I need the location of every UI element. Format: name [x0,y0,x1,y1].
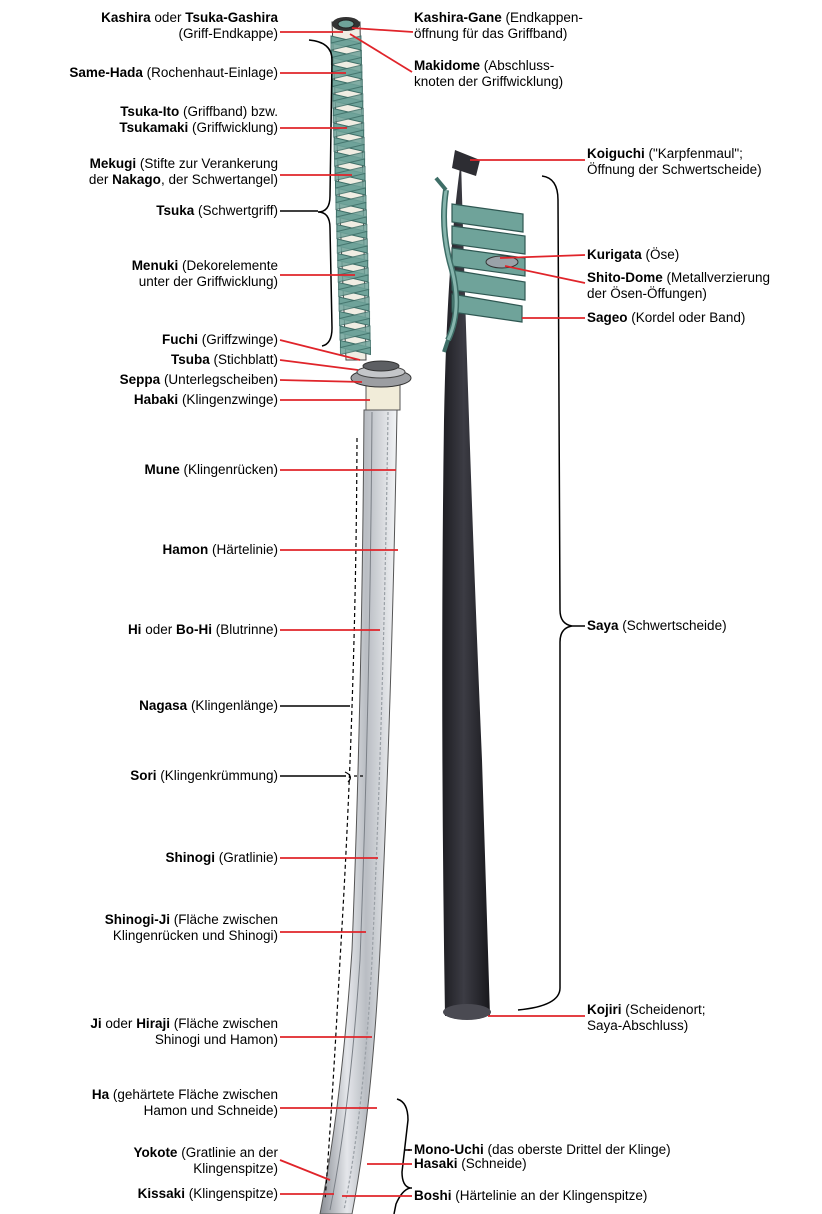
label-makidome: Makidome (Abschluss- knoten der Griffwic… [414,58,563,90]
saya-scabbard [436,150,525,1020]
black-leaders [280,211,585,1188]
label-boshi: Boshi (Härtelinie an der Klingenspitze) [414,1188,647,1204]
label-tsuka: Tsuka (Schwertgriff) [10,203,278,219]
label-same-hada: Same-Hada (Rochenhaut-Einlage) [10,65,278,81]
label-menuki: Menuki (Dekorelemente unter der Griffwic… [10,258,278,290]
blade [320,410,397,1214]
tsuka-handle [331,17,370,360]
label-hamon: Hamon (Härtelinie) [10,542,278,558]
label-nagasa: Nagasa (Klingenlänge) [10,698,278,714]
label-tsuba: Tsuba (Stichblatt) [10,352,278,368]
label-kurigata: Kurigata (Öse) [587,247,679,263]
label-sori: Sori (Klingenkrümmung) [10,768,278,784]
label-saya: Saya (Schwertscheide) [587,618,727,634]
label-kojiri: Kojiri (Scheidenort; Saya-Abschluss) [587,1002,706,1034]
label-yokote: Yokote (Gratlinie an der Klingenspitze) [10,1145,278,1177]
label-mune: Mune (Klingenrücken) [10,462,278,478]
label-kashira-gane: Kashira-Gane (Endkappen- öffnung für das… [414,10,583,42]
label-hasaki: Hasaki (Schneide) [414,1156,527,1172]
fuchi-collar [363,361,399,371]
label-koiguchi: Koiguchi ("Karpfenmaul"; Öffnung der Sch… [587,146,762,178]
label-ha: Ha (gehärtete Fläche zwischen Hamon und … [10,1087,278,1119]
label-fuchi: Fuchi (Griffzwinge) [10,332,278,348]
label-shinogi: Shinogi (Gratlinie) [10,850,278,866]
label-kissaki: Kissaki (Klingenspitze) [10,1186,278,1202]
label-sageo: Sageo (Kordel oder Band) [587,310,745,326]
label-mekugi: Mekugi (Stifte zur Verankerung der Nakag… [10,156,278,188]
label-ji: Ji oder Hiraji (Fläche zwischen Shinogi … [10,1016,278,1048]
label-shinogi-ji: Shinogi-Ji (Fläche zwischen Klingenrücke… [10,912,278,944]
label-hi: Hi oder Bo-Hi (Blutrinne) [10,622,278,638]
label-seppa: Seppa (Unterlegscheiben) [10,372,278,388]
label-kashira: Kashira oder Tsuka-Gashira (Griff-Endkap… [10,10,278,42]
koiguchi-mouth [452,150,480,176]
label-habaki: Habaki (Klingenzwinge) [10,392,278,408]
label-shito-dome: Shito-Dome (Metallverzierung der Ösen-Öf… [587,270,770,302]
kojiri-end [443,1004,491,1020]
label-tsuka-ito: Tsuka-Ito (Griffband) bzw. Tsukamaki (Gr… [10,104,278,136]
